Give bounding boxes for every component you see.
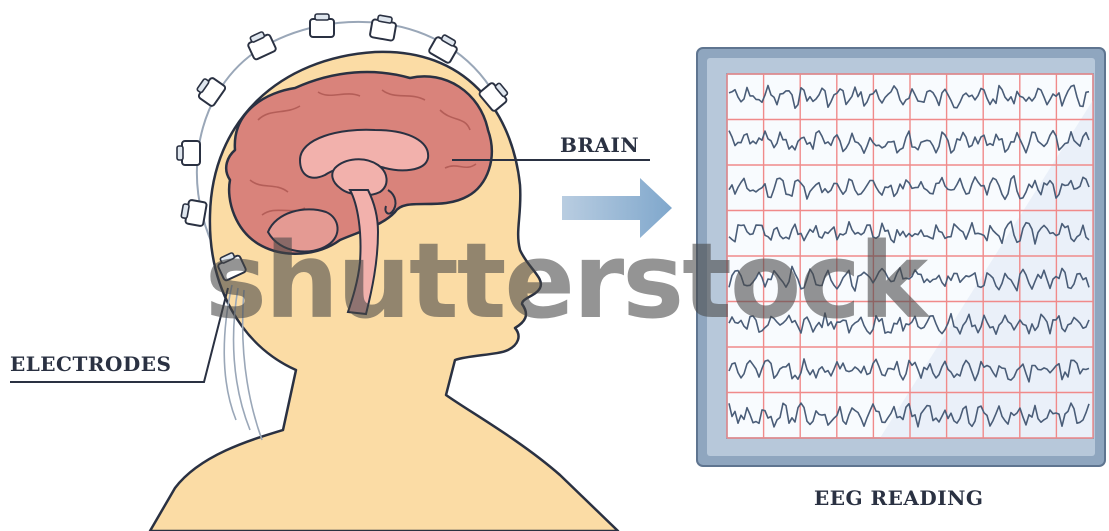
electrode [310,14,334,37]
label-eeg-reading: EEG READING [814,486,983,510]
electrode [370,14,398,41]
label-brain: BRAIN [560,133,639,157]
watermark: shutterstock [205,220,926,342]
electrode [194,74,227,107]
label-electrodes: ELECTRODES [10,352,171,376]
electrode [177,141,200,165]
electrode [180,199,207,227]
